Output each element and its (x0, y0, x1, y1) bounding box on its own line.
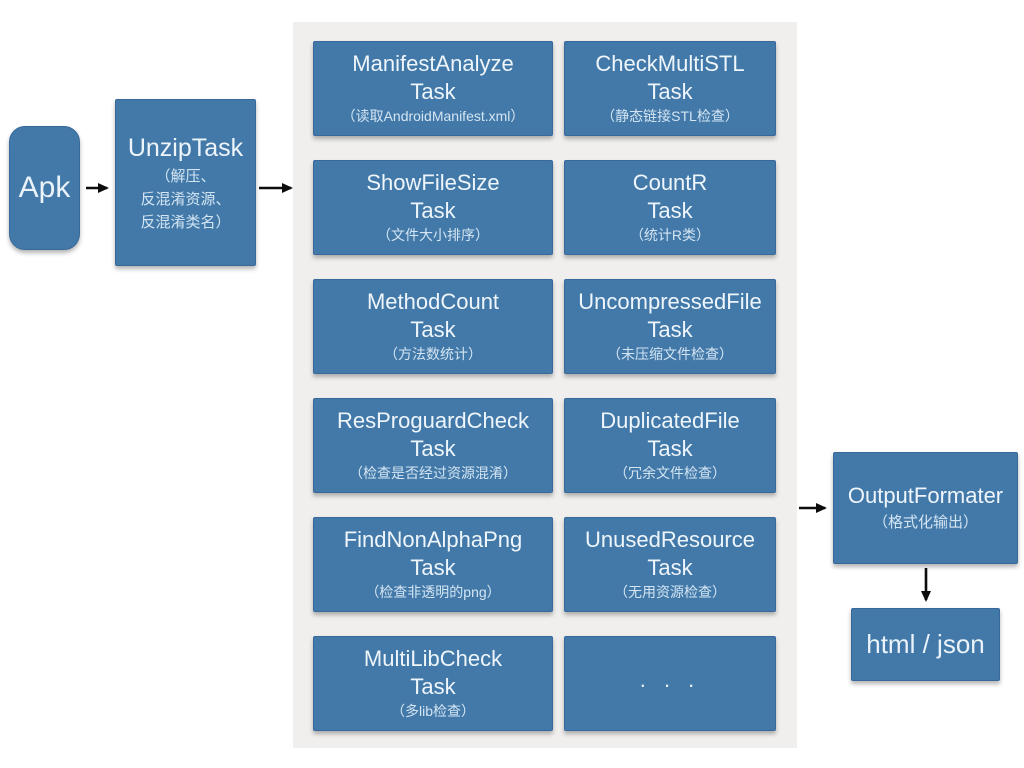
task-name: ManifestAnalyze (352, 50, 514, 76)
task-type: Task (647, 197, 693, 223)
task-desc: （统计R类） (629, 226, 711, 243)
unzip-task-desc-line2: 反混淆资源、 (140, 191, 231, 208)
unzip-task-node: UnzipTask （解压、 反混淆资源、 反混淆类名） (115, 99, 256, 266)
task-type: Task (410, 316, 456, 342)
unzip-task-desc-line1: （解压、 (155, 168, 216, 185)
task-desc: （检查是否经过资源混淆） (349, 464, 517, 481)
result-node: html / json (851, 608, 1000, 681)
task-desc: （未压缩文件检查） (607, 345, 733, 362)
task-type: Task (410, 78, 456, 104)
task-desc: （多lib检查） (390, 702, 475, 719)
task-type: Task (410, 554, 456, 580)
task-box-findnonalphapng: FindNonAlphaPng Task （检查非透明的png） (313, 517, 553, 612)
task-type: Task (410, 435, 456, 461)
apk-label: Apk (18, 171, 71, 204)
task-name: DuplicatedFile (600, 407, 740, 433)
task-box-resproguardcheck: ResProguardCheck Task （检查是否经过资源混淆） (313, 398, 553, 493)
task-name: MultiLibCheck (363, 645, 503, 671)
apk-node: Apk (9, 126, 80, 250)
task-box-showfilesize: ShowFileSize Task （文件大小排序） (313, 160, 553, 255)
task-type: Task (410, 673, 456, 699)
task-desc: （读取AndroidManifest.xml） (341, 107, 525, 124)
task-box-methodcount: MethodCount Task （方法数统计） (313, 279, 553, 374)
task-name: MethodCount (366, 288, 500, 314)
task-desc: （冗余文件检查） (614, 464, 726, 481)
task-type: Task (647, 78, 693, 104)
task-box-unusedresource: UnusedResource Task （无用资源检查） (564, 517, 776, 612)
unzip-task-title: UnzipTask (127, 134, 244, 162)
task-box-manifestanalyze: ManifestAnalyze Task （读取AndroidManifest.… (313, 41, 553, 136)
task-box-more-tasks: . . . (564, 636, 776, 731)
task-type: Task (647, 554, 693, 580)
task-desc: （文件大小排序） (377, 226, 489, 243)
task-box-countr: CountR Task （统计R类） (564, 160, 776, 255)
task-desc: （方法数统计） (384, 345, 482, 362)
output-formater-node: OutputFormater （格式化输出） (833, 452, 1018, 564)
task-group-panel: ManifestAnalyze Task （读取AndroidManifest.… (293, 22, 797, 748)
task-type: Task (410, 197, 456, 223)
more-tasks-ellipsis: . . . (639, 666, 701, 692)
result-label: html / json (866, 629, 985, 659)
task-box-checkmultistl: CheckMultiSTL Task （静态链接STL检查） (564, 41, 776, 136)
task-name: UnusedResource (585, 526, 755, 552)
task-name: CheckMultiSTL (595, 50, 745, 76)
task-type: Task (647, 435, 693, 461)
task-name: CountR (632, 169, 708, 195)
task-grid: ManifestAnalyze Task （读取AndroidManifest.… (313, 41, 797, 731)
task-desc: （静态链接STL检查） (601, 107, 739, 124)
task-type: Task (647, 316, 693, 342)
output-formater-desc: （格式化输出） (872, 514, 978, 531)
task-desc: （无用资源检查） (614, 583, 726, 600)
task-name: FindNonAlphaPng (343, 526, 523, 552)
task-name: ResProguardCheck (337, 407, 529, 433)
output-formater-title: OutputFormater (847, 483, 1004, 508)
task-name: UncompressedFile (578, 288, 762, 314)
task-name: ShowFileSize (366, 169, 500, 195)
task-box-uncompressedfile: UncompressedFile Task （未压缩文件检查） (564, 279, 776, 374)
task-box-multilibcheck: MultiLibCheck Task （多lib检查） (313, 636, 553, 731)
unzip-task-desc-line3: 反混淆类名） (140, 214, 231, 231)
task-desc: （检查非透明的png） (365, 583, 501, 600)
task-box-duplicatedfile: DuplicatedFile Task （冗余文件检查） (564, 398, 776, 493)
